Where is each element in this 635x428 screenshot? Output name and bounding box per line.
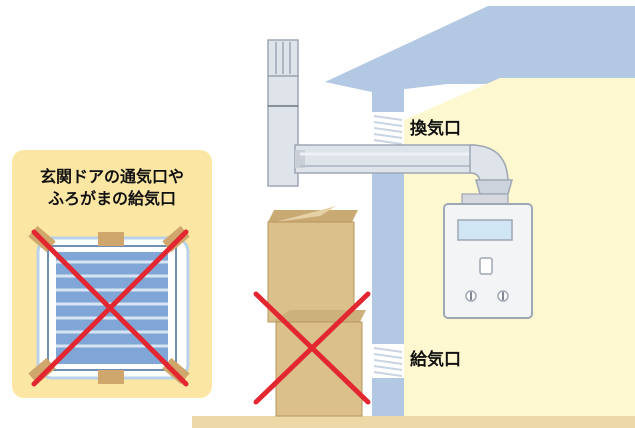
chimney-icon [267, 39, 299, 187]
cross-mark-icon [253, 291, 371, 405]
room-ceiling [404, 78, 635, 120]
card-title-line1: 玄関ドアの通気口や [39, 167, 184, 186]
intake-vent-grille [372, 344, 404, 378]
roof-slope [325, 8, 635, 92]
cardboard-box-icon [267, 206, 366, 417]
exhaust-vent-label: 換気口 [410, 119, 461, 139]
card-cross-mark-icon [31, 229, 189, 387]
exhaust-vent-grille [372, 112, 404, 148]
floor [192, 416, 635, 428]
flue-pipe [294, 144, 513, 195]
intake-vent-label: 給気口 [410, 350, 461, 370]
card-title-line2: ふろがまの給気口 [47, 189, 176, 208]
card-title: 玄関ドアの通気口や ふろがまの給気口 [12, 166, 212, 210]
water-heater-icon [443, 193, 533, 319]
